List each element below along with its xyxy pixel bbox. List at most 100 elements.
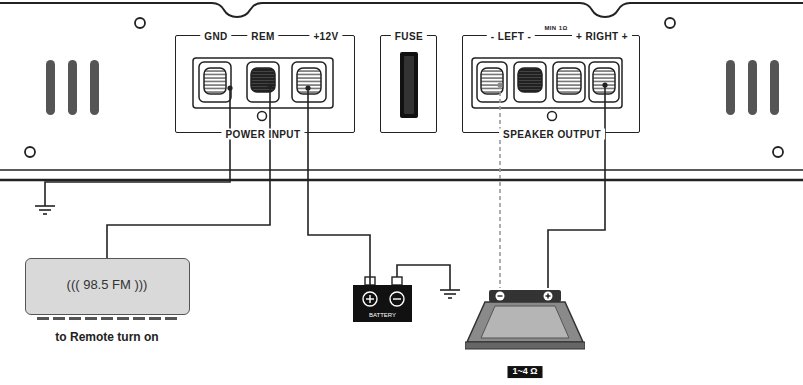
battery: BATTERY (353, 285, 412, 322)
terminal-wire-stub-part (499, 85, 501, 133)
impedance-label: 1~4 Ω (508, 366, 543, 378)
radio-button (149, 317, 161, 320)
section-label: POWER INPUT (222, 129, 305, 140)
radio-button (53, 317, 65, 320)
speaker-output-box: - LEFT -MIN 1Ω+ RIGHT +SPEAKER OUTPUT (462, 35, 640, 133)
channel-label: - LEFT - (487, 31, 535, 42)
speaker-cone (481, 306, 569, 338)
negative-symbol-part (498, 295, 503, 296)
wire-connector (548, 133, 605, 288)
cooling-vent-part (68, 60, 77, 115)
speaker-frame (467, 302, 583, 342)
speaker-terminal-block-part (589, 62, 619, 102)
power-terminal-block-part (292, 62, 326, 102)
power-terminal-block-part (247, 62, 279, 102)
ground-symbol-part (43, 213, 47, 215)
power-terminal-block-part (251, 68, 275, 92)
speaker-terminal-block-part (557, 68, 581, 94)
speaker-terminal-block-part (481, 68, 503, 94)
radio-button-strip (25, 316, 190, 324)
speaker-terminal-block-part (472, 58, 622, 108)
speaker-terminal-block-part (514, 62, 546, 102)
ground-symbol-part (444, 293, 456, 295)
positive-symbol-part (369, 295, 370, 303)
positive-symbol-part (363, 292, 377, 306)
amplifier-housing-part (0, 169, 803, 171)
negative-symbol-part (393, 298, 401, 299)
terminal-wire-stub-part (307, 88, 309, 133)
amplifier-housing-part (0, 179, 803, 182)
section-label: FUSE (391, 31, 427, 42)
battery-terminal-part (392, 277, 402, 285)
terminal-label: REM (247, 31, 278, 42)
mounting-hole (25, 18, 783, 157)
section-label: SPEAKER OUTPUT (499, 129, 605, 140)
speaker-terminal-block-part (553, 62, 585, 102)
power-terminal-block (193, 58, 333, 121)
radio-caption: to Remote turn on (55, 331, 158, 344)
speaker-terminal-block (472, 58, 622, 121)
terminal-wire-stub (270, 85, 605, 133)
terminal-label: GND (200, 31, 231, 42)
radio-button (101, 317, 113, 320)
radio-button (133, 317, 145, 320)
impedance-note: MIN 1Ω (540, 25, 571, 32)
mounting-hole-part (665, 18, 675, 28)
radio-display: ((( 98.5 FM ))) (67, 278, 148, 292)
ground-wire-part (45, 88, 230, 206)
power-terminal-block-part (258, 112, 267, 121)
speaker-terminal-block-part (593, 68, 615, 94)
speaker-terminal-block-part (518, 68, 542, 92)
mounting-hole-part (135, 18, 145, 28)
radio-button (85, 317, 97, 320)
negative-symbol-part (390, 292, 404, 306)
channel-label: + RIGHT + (572, 31, 632, 42)
cooling-vent-part (726, 60, 735, 115)
terminal-label: +12V (309, 31, 342, 42)
wire-connector (107, 133, 270, 258)
speaker: 1~4 Ω (465, 288, 585, 385)
speaker-magnet-plate (489, 290, 561, 302)
speaker-terminal-block-part (477, 62, 507, 102)
radio-button (165, 317, 177, 320)
fuse (400, 52, 418, 118)
radio-button (117, 317, 129, 320)
battery-label: BATTERY (369, 312, 396, 319)
head-unit-radio: ((( 98.5 FM ))) to Remote turn on (25, 258, 190, 353)
terminal-dot (227, 82, 607, 90)
amplifier-housing (0, 3, 803, 180)
power-terminal-block-part (199, 62, 231, 102)
wire-connector (308, 133, 370, 285)
ground-symbol-part (440, 289, 460, 291)
cooling-vent-part (770, 60, 779, 115)
ground-symbol-part (35, 205, 55, 207)
terminal-dot-part (305, 85, 310, 90)
positive-symbol (544, 292, 553, 301)
terminal-dot-part (267, 83, 272, 88)
negative-symbol (496, 292, 505, 301)
mounting-hole-part (773, 147, 783, 157)
power-input-box: GNDREM+12VPOWER INPUT (175, 35, 355, 133)
mounting-hole-part (25, 147, 35, 157)
positive-symbol-part (544, 292, 553, 301)
fuse-part (400, 52, 418, 118)
power-terminal-block-part (204, 68, 226, 94)
speaker-drawing (465, 288, 585, 358)
power-terminal-block-part (193, 58, 333, 108)
negative-symbol (390, 292, 404, 306)
wire-connector (499, 133, 501, 288)
cooling-vent-part (46, 60, 55, 115)
negative-symbol-part (496, 292, 505, 301)
radio-button (69, 317, 81, 320)
cooling-vent-part (748, 60, 757, 115)
terminal-dot-part (602, 82, 607, 87)
terminal-dot-part (497, 82, 502, 87)
power-terminal-block-part (297, 68, 321, 94)
ground-symbol-part (448, 297, 452, 299)
fuse-box: FUSE (380, 35, 437, 133)
terminal-wire-stub-part (604, 85, 606, 133)
positive-symbol-part (547, 294, 548, 299)
speaker-base (465, 342, 585, 349)
fuse-part (404, 56, 414, 114)
